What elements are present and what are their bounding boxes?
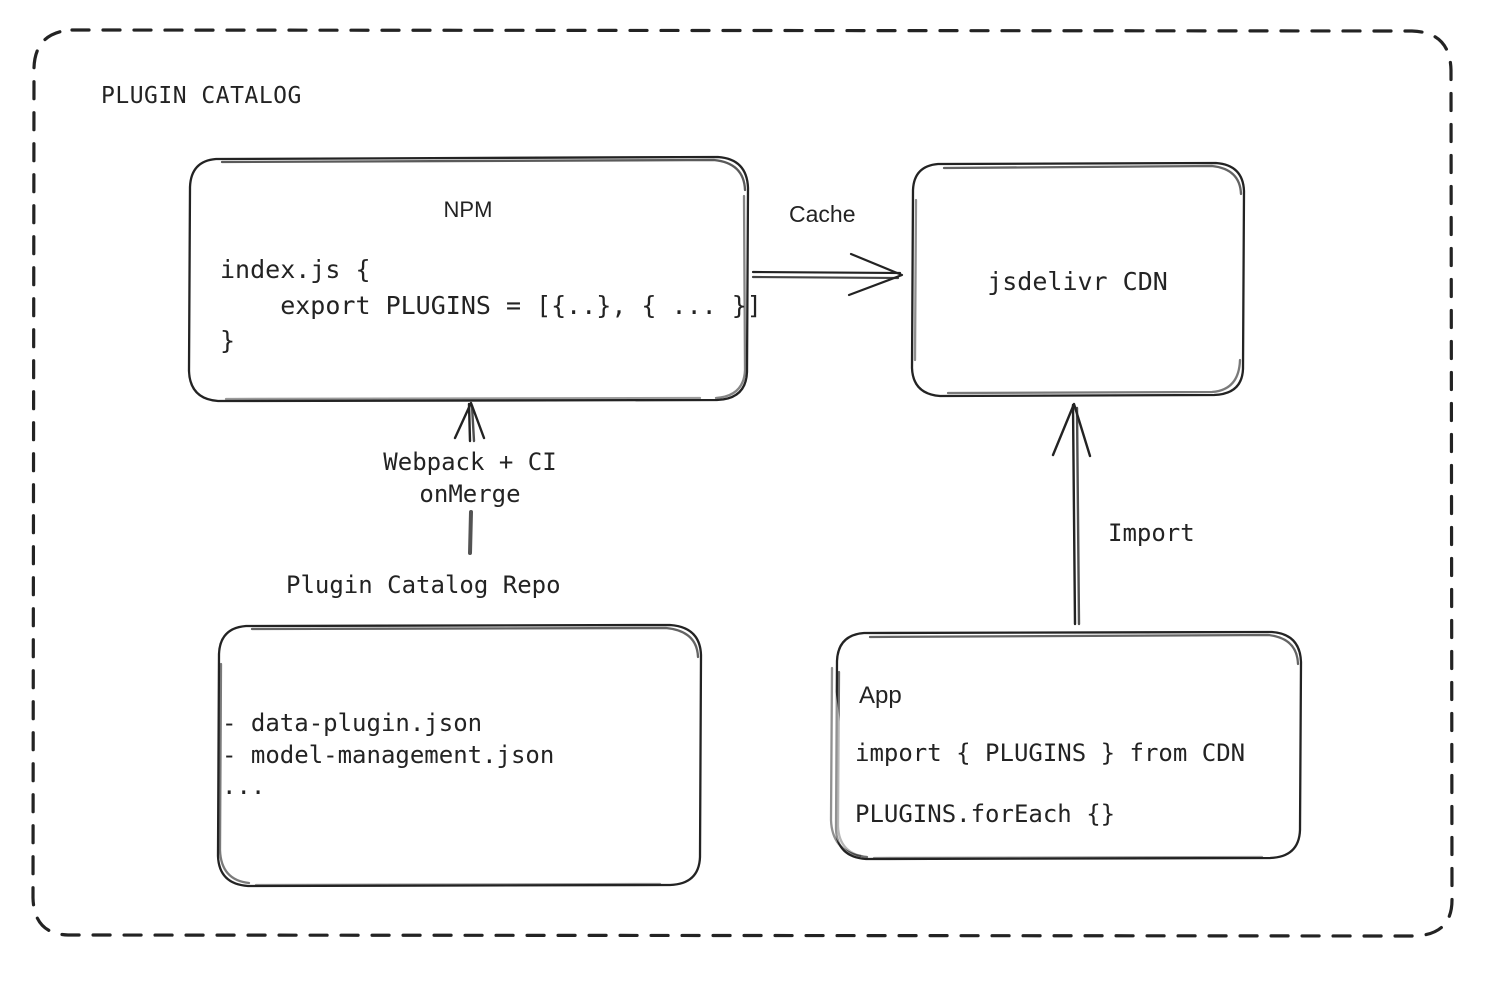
build-edge-label: Webpack + CI onMerge <box>383 448 557 509</box>
app-node-import-line: import { PLUGINS } from CDN <box>855 739 1246 767</box>
repo-node-caption: Plugin Catalog Repo <box>286 571 561 599</box>
app-node-title: App <box>859 682 902 709</box>
import-arrow <box>1051 402 1092 626</box>
frame-title: PLUGIN CATALOG <box>101 83 302 109</box>
cache-arrow <box>751 252 904 297</box>
import-edge-label: Import <box>1108 519 1195 547</box>
cdn-node-label: jsdelivr CDN <box>987 267 1168 296</box>
npm-node-title: NPM <box>443 197 493 222</box>
repo-node-file-list: - data-plugin.json - model-management.js… <box>222 709 555 801</box>
cache-edge-label: Cache <box>789 201 856 227</box>
app-node-foreach-line: PLUGINS.forEach {} <box>855 800 1116 828</box>
npm-node-code: index.js { export PLUGINS = [{..}, { ...… <box>220 255 762 355</box>
